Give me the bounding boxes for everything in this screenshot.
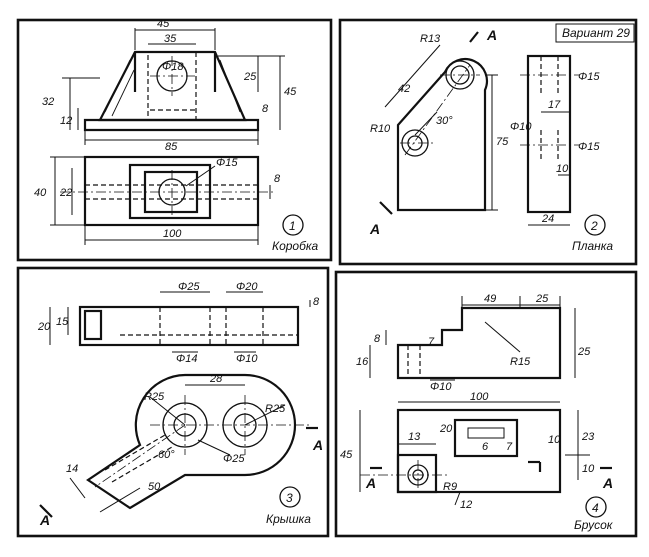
panel-2-number: 2 [590,219,598,233]
dim-4-25: 25 [535,293,549,305]
panel-4-number-circle [585,496,607,518]
panel-2-frame [338,18,638,266]
dim-4-8: 8 [374,333,381,345]
dim-4-r9: R9 [443,481,457,493]
dim-4-6: 6 [482,441,489,453]
panel-1-top-view [50,155,275,245]
dim-4-10: 10 [548,434,561,446]
dim-4-dia10: Φ10 [430,381,452,393]
dim-4-10v: 10 [582,463,595,475]
panel-2-number-circle [584,214,606,236]
panel-4-name: Брусок [574,518,614,532]
dim-4-25v: 25 [577,346,591,358]
variant-box [555,23,635,43]
panel-2-front-view [379,31,498,215]
panel-4-number: 4 [592,501,599,515]
dim-3-r25a: R25 [144,391,165,403]
panel-3-frame [16,266,330,538]
dim-2-17: 17 [548,99,561,111]
panel-1-frame [16,18,333,262]
panel-1-front-view [62,28,285,145]
dim-4-16: 16 [356,356,369,368]
dim-3-dia25b: Φ25 [223,453,245,465]
dim-2-30deg: 30° [436,115,453,127]
dim-3-dia20: Φ20 [236,281,258,293]
variant-label: Вариант 29 [562,26,630,40]
panel-4-front-view [369,296,576,381]
dim-3-20: 20 [37,321,51,333]
dim-1-8: 8 [262,103,269,115]
dim-1-8b: 8 [274,173,281,185]
panel-1-number-circle [282,214,304,236]
dim-2-r13: R13 [420,33,441,45]
dim-3-14: 14 [66,463,78,475]
section-marker-4b: A [602,475,613,491]
panel-3-front-view [49,291,311,353]
dim-1-35: 35 [164,33,177,45]
dim-3-r25b: R25 [265,403,286,415]
dim-2-42: 42 [398,83,410,95]
dim-3-dia14: Φ14 [176,353,197,365]
dim-1-45v: 45 [284,86,297,98]
dim-2-75: 75 [496,136,509,148]
dim-4-45: 45 [340,449,353,461]
section-marker-3a: A [312,437,323,453]
panel-1-name: Коробка [272,239,319,253]
dim-1-25: 25 [243,71,257,83]
dim-1-dia15: Φ15 [216,157,238,169]
section-marker-2a: A [486,27,497,43]
dim-3-60deg: 60° [158,449,175,461]
panel-1-number: 1 [289,219,296,233]
dim-4-49: 49 [484,293,496,305]
dim-1-32: 32 [42,96,54,108]
dim-1-40: 40 [34,187,47,199]
dim-3-15: 15 [56,316,69,328]
panel-4-frame [334,270,638,538]
section-marker-4a: A [365,475,376,491]
dim-4-100: 100 [470,391,489,403]
dim-3-28: 28 [209,373,223,385]
dim-2-dia10: Φ10 [510,121,532,133]
dim-3-dia10: Φ10 [236,353,258,365]
dim-4-20: 20 [439,423,453,435]
dim-3-dia25: Φ25 [178,281,200,293]
dim-2-dia15a: Φ15 [578,71,600,83]
dim-3-8: 8 [313,296,320,308]
dim-4-23: 23 [581,431,595,443]
dim-4-12: 12 [460,499,472,511]
section-marker-3b: A [39,512,50,528]
dim-1-45: 45 [157,18,170,30]
dim-4-7b: 7 [506,441,513,453]
dim-1-12: 12 [60,115,72,127]
panel-3-top-view [39,373,318,518]
panel-3-number: 3 [286,491,293,505]
dim-1-dia18: Φ18 [162,61,184,73]
panel-3-name: Крышка [266,512,311,526]
dim-1-22: 22 [59,187,72,199]
dim-1-100: 100 [163,228,182,240]
dim-2-dia15b: Φ15 [578,141,600,153]
dim-3-50: 50 [148,481,161,493]
dim-1-85: 85 [165,141,178,153]
panel-3-number-circle [279,486,301,508]
dim-2-r10: R10 [370,123,391,135]
panel-4-top-view [359,401,612,506]
panel-2-side-view [520,54,580,226]
section-marker-2b: A [369,221,380,237]
panel-2-name: Планка [572,239,613,253]
dim-4-7: 7 [428,336,435,348]
dim-4-r15: R15 [510,356,531,368]
dim-2-10: 10 [556,163,569,175]
dim-2-24: 24 [541,213,554,225]
dim-4-13: 13 [408,431,421,443]
